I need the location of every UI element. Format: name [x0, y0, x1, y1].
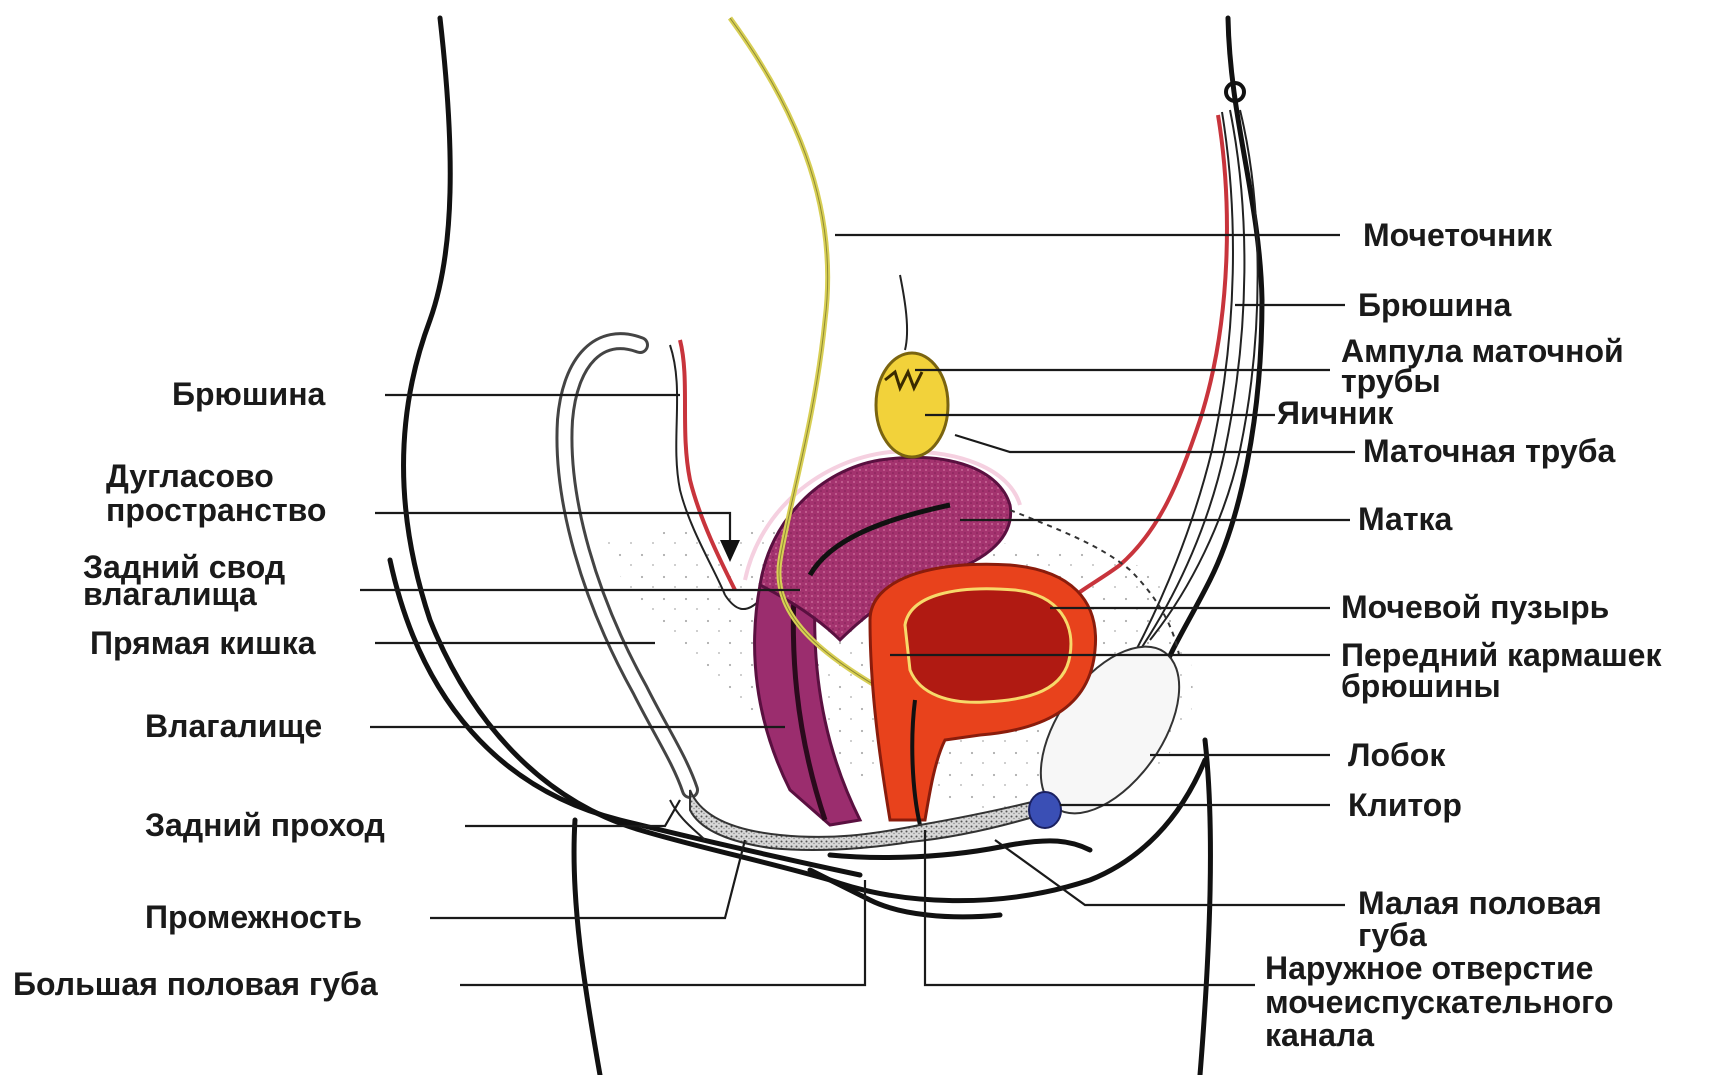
labia-majora-outline [810, 870, 1000, 917]
label-labia-minora-line2: губа [1358, 917, 1427, 953]
abdominal-wall-line-2 [1140, 110, 1244, 650]
label-rectum: Прямая кишка [90, 625, 316, 661]
label-perineum: Промежность [145, 899, 362, 935]
label-anus: Задний проход [145, 807, 385, 843]
leader-perineum [430, 840, 745, 918]
bladder-inner [905, 589, 1071, 702]
thigh-outline-front [1200, 740, 1210, 1075]
label-vagina: Влагалище [145, 708, 322, 744]
leader-labia-majora [460, 880, 865, 985]
clitoris [1029, 792, 1061, 828]
label-peritoneum-left: Брюшина [172, 376, 326, 412]
label-labia-majora: Большая половая губа [13, 966, 378, 1002]
label-posterior-fornix-line2: влагалища [83, 576, 257, 612]
label-douglas-line2: пространство [106, 492, 326, 528]
label-clitoris: Клитор [1348, 787, 1462, 823]
labels-right: Мочеточник Брюшина Ампула маточной трубы… [1265, 217, 1662, 1053]
label-ovary: Яичник [1277, 395, 1394, 431]
label-urethral-orifice-line2: мочеиспускательного [1265, 984, 1614, 1020]
leader-fallopian-tube [955, 435, 1355, 452]
leader-labia-minora [995, 840, 1345, 905]
label-urethral-orifice-line3: канала [1265, 1017, 1374, 1053]
labels-left: Брюшина Дугласово пространство Задний св… [13, 376, 385, 1002]
label-uterus: Матка [1358, 501, 1453, 537]
label-pubis: Лобок [1348, 737, 1446, 773]
fallopian-tube-stem [900, 275, 907, 350]
label-anterior-pouch-line2: брюшины [1341, 668, 1501, 704]
thigh-outline-back [574, 820, 600, 1075]
ovary [876, 353, 948, 457]
anatomy-illustration [390, 18, 1262, 1075]
body-outline-front [1160, 18, 1262, 680]
label-douglas-line1: Дугласово [106, 458, 274, 494]
label-fallopian-tube: Маточная труба [1363, 433, 1615, 469]
label-urethral-orifice-line1: Наружное отверстие [1265, 950, 1593, 986]
label-bladder: Мочевой пузырь [1341, 589, 1609, 625]
label-peritoneum-right: Брюшина [1358, 287, 1512, 323]
label-ureter: Мочеточник [1363, 217, 1553, 253]
label-labia-minora-line1: Малая половая [1358, 885, 1602, 921]
label-ampulla-line2: трубы [1341, 363, 1441, 399]
